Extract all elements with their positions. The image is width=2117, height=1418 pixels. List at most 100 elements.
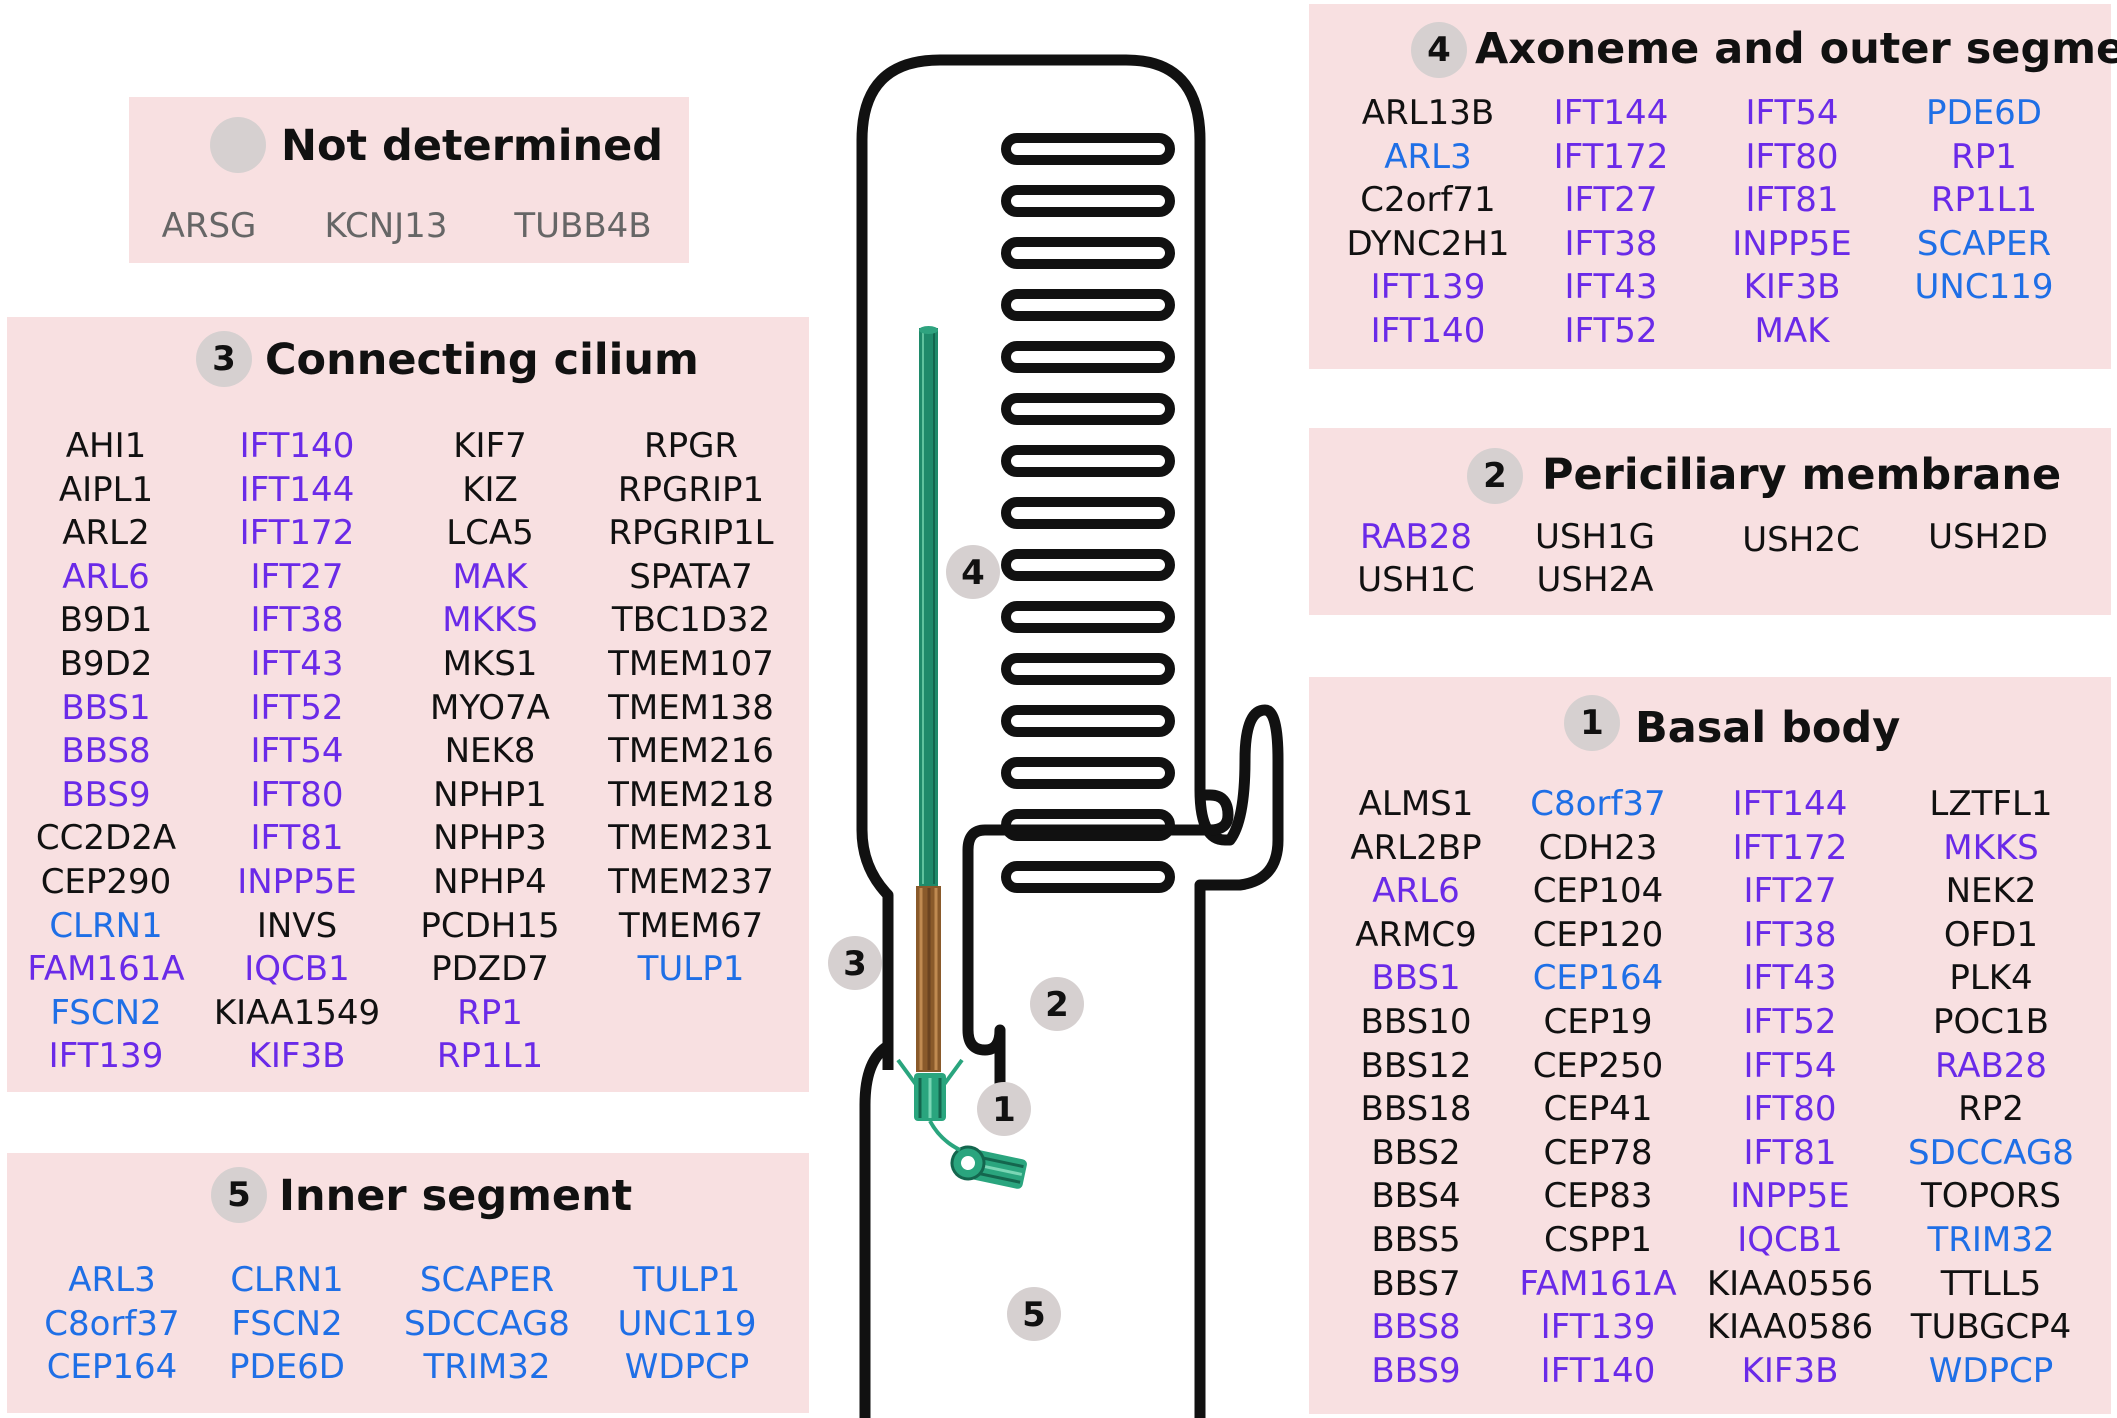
gene-label: NPHP4 [433, 862, 547, 902]
gene-label: TULP1 [633, 1260, 741, 1300]
gene-label: RPGR [643, 426, 739, 466]
diagram-marker-1: 1 [977, 1082, 1031, 1136]
membrane-disc [1001, 237, 1175, 269]
diagram-marker-3: 3 [828, 936, 882, 990]
gene-label: NEK8 [444, 731, 536, 772]
gene-label: IQCB1 [1737, 1220, 1843, 1260]
membrane-disc [1001, 341, 1175, 373]
gene-label: IFT52 [250, 687, 344, 728]
gene-label: B9D2 [59, 644, 153, 684]
gene-label: IFT54 [250, 731, 344, 772]
gene-label: C2orf71 [1360, 180, 1496, 221]
gene-label: USH2C [1742, 520, 1860, 560]
gene-label: IFT27 [1743, 871, 1837, 912]
membrane-disc [1001, 393, 1175, 425]
gene-label: IFT43 [1743, 958, 1837, 999]
gene-label: BBS7 [1371, 1263, 1461, 1304]
gene-label: IFT139 [48, 1036, 164, 1077]
gene-label: TBC1D32 [611, 600, 771, 641]
gene-label: B9D1 [59, 600, 153, 641]
gene-label: PLK4 [1949, 958, 2033, 999]
gene-label: IFT80 [1743, 1089, 1837, 1130]
gene-label: BBS18 [1360, 1089, 1472, 1130]
svg-text:2: 2 [1045, 985, 1069, 1025]
gene-label: SCAPER [419, 1260, 555, 1300]
basal-body-title: Basal body [1635, 703, 1901, 753]
gene-label: WDPCP [624, 1347, 750, 1387]
gene-label: MYO7A [430, 687, 550, 728]
daughter-centriole [950, 1145, 1027, 1189]
gene-label: BBS2 [1371, 1132, 1461, 1173]
basal-body-badge: 1 [1564, 695, 1620, 751]
gene-label: IFT43 [250, 644, 344, 684]
inner-segment-badge: 5 [211, 1167, 267, 1223]
gene-label: IFT81 [1745, 180, 1839, 221]
gene-label: C8orf37 [1530, 784, 1666, 824]
gene-label: BBS10 [1360, 1002, 1472, 1042]
gene-label: ARL2BP [1350, 827, 1482, 868]
gene-label: AHI1 [65, 426, 147, 466]
gene-label: KIF3B [1741, 1350, 1839, 1391]
gene-label: USH1G [1534, 517, 1656, 557]
membrane-disc [1001, 705, 1175, 737]
axoneme [919, 328, 938, 886]
gene-label: MKS1 [442, 644, 538, 684]
gene-label: UNC119 [617, 1303, 757, 1344]
gene-label: ARL6 [1372, 871, 1460, 912]
gene-label: IFT140 [1370, 311, 1486, 351]
gene-label: TTLL5 [1940, 1263, 2042, 1304]
gene-label: IFT54 [1743, 1045, 1837, 1086]
gene-label: CC2D2A [35, 818, 177, 859]
membrane-disc [1001, 185, 1175, 217]
gene-label: LCA5 [446, 513, 534, 554]
gene-label: CSPP1 [1544, 1220, 1652, 1260]
axoneme-title: Axoneme and outer segment [1475, 24, 2117, 74]
membrane-disc [1001, 549, 1175, 581]
gene-label: KIF3B [1743, 267, 1841, 308]
gene-label: RPGRIP1 [617, 469, 765, 510]
gene-label: IFT144 [1732, 784, 1848, 824]
inner-segment-title: Inner segment [279, 1171, 633, 1221]
membrane-disc [1001, 757, 1175, 789]
svg-text:4: 4 [961, 553, 985, 593]
svg-text:3: 3 [843, 944, 867, 984]
disc-stack [1001, 133, 1175, 893]
gene-label: KIF7 [453, 426, 527, 466]
gene-label: TULP1 [637, 949, 745, 990]
gene-label: ARL13B [1361, 93, 1495, 133]
gene-label: CEP19 [1543, 1002, 1653, 1042]
gene-label: LZTFL1 [1929, 784, 2053, 824]
gene-label: IFT43 [1564, 267, 1658, 308]
gene-label: IFT172 [1732, 827, 1848, 868]
gene-label: TRIM32 [423, 1347, 551, 1387]
gene-label: USH1C [1357, 560, 1475, 600]
gene-label: IFT38 [1743, 914, 1837, 955]
membrane-disc [1001, 601, 1175, 633]
gene-label: IFT140 [1540, 1350, 1656, 1391]
gene-label: RAB28 [1934, 1045, 2048, 1086]
gene-label: TMEM218 [608, 774, 774, 815]
gene-label: IFT27 [1564, 180, 1658, 221]
gene-label: ARL2 [62, 513, 150, 554]
gene-label: CEP104 [1532, 871, 1664, 912]
diagram-marker-5: 5 [1007, 1287, 1061, 1341]
gene-label: BBS4 [1371, 1176, 1461, 1217]
gene-label: USH2D [1928, 517, 2048, 557]
gene-label: IFT140 [239, 426, 355, 466]
diagram-marker-4: 4 [946, 545, 1000, 599]
gene-label: INVS [256, 905, 338, 946]
gene-label: RP1 [1951, 136, 2017, 177]
gene-label: ALMS1 [1358, 784, 1474, 824]
gene-label: INPP5E [1732, 223, 1852, 264]
gene-label: C8orf37 [44, 1303, 180, 1344]
gene-label: TUBB4B [514, 206, 652, 246]
gene-label: CEP250 [1532, 1045, 1664, 1086]
gene-label: IFT144 [239, 469, 355, 510]
gene-label: CLRN1 [230, 1260, 344, 1300]
gene-label: AIPL1 [58, 469, 154, 510]
svg-text:5: 5 [1022, 1295, 1046, 1335]
connecting-cilium-title: Connecting cilium [265, 335, 699, 385]
